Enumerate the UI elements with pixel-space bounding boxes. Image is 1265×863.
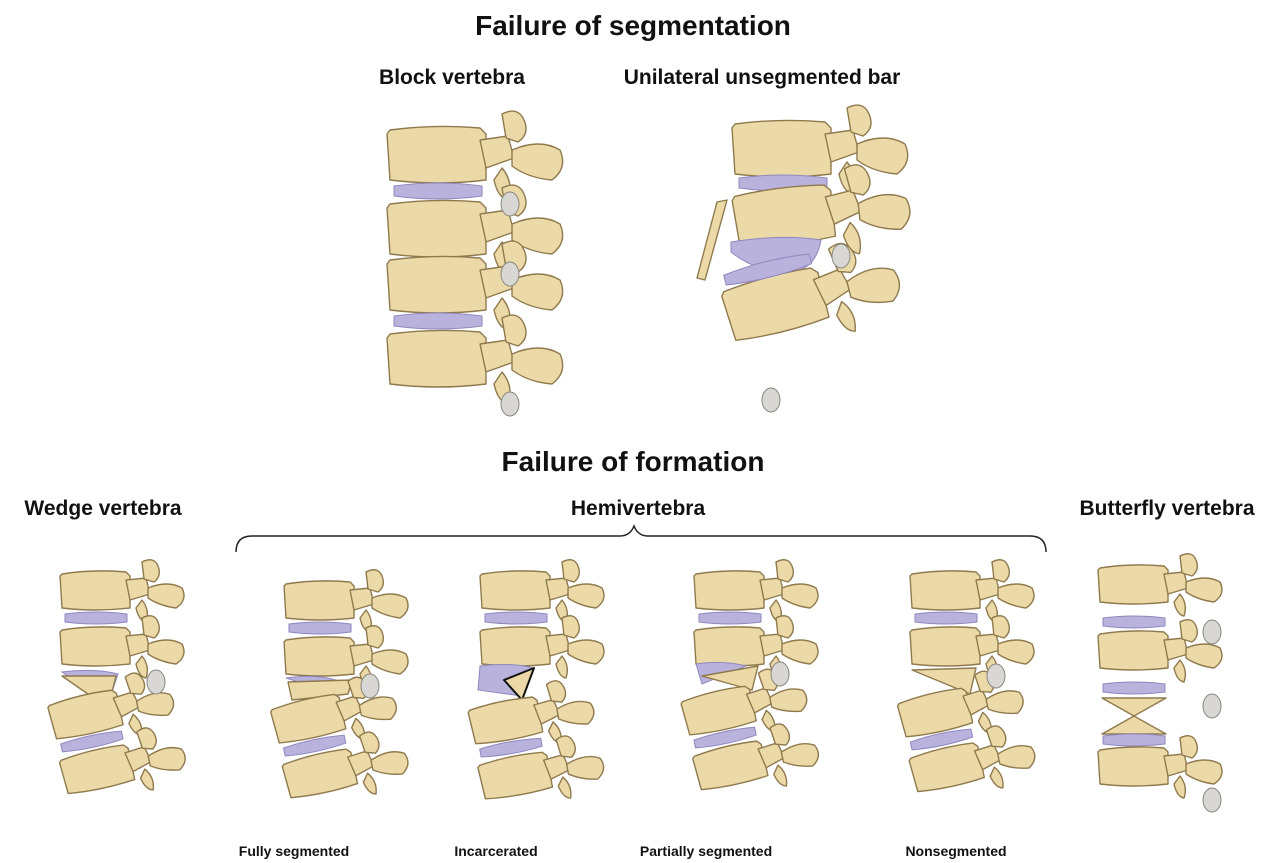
partially-segmented-illustration (678, 560, 824, 804)
unilateral-bar-illustration (697, 105, 914, 412)
block-vertebra-illustration (387, 111, 563, 416)
nonsegmented-illustration (894, 560, 1040, 806)
wedge-vertebra-illustration (45, 560, 191, 808)
butterfly-vertebra-illustration (1098, 554, 1222, 812)
fully-segmented-illustration (267, 570, 413, 812)
incarcerated-illustration (465, 560, 608, 813)
hemivertebra-bracket (236, 526, 1046, 552)
